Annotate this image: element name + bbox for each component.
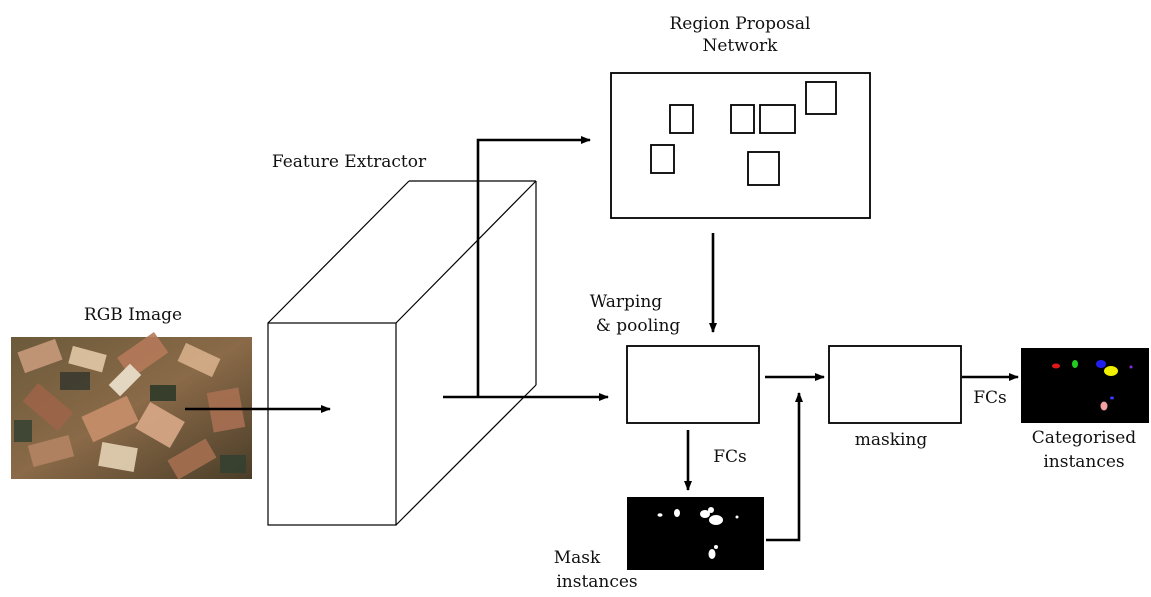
categorised-label-line1: Categorised bbox=[1032, 428, 1137, 448]
fcs-mask-label: FCs bbox=[713, 447, 747, 467]
masking-box bbox=[828, 345, 962, 424]
feature-extractor-block bbox=[267, 180, 537, 526]
rgb-image-photo bbox=[11, 331, 252, 480]
categorised-label-line2: instances bbox=[1043, 452, 1124, 472]
rpn-label-line1: Region Proposal bbox=[670, 14, 811, 34]
warping-label-line1: Warping bbox=[590, 292, 663, 312]
feature-extractor-label: Feature Extractor bbox=[272, 152, 427, 172]
mask-instances-label-line2: instances bbox=[556, 572, 637, 592]
categorised-instances-image bbox=[1021, 348, 1149, 423]
warping-label-line2: & pooling bbox=[596, 316, 681, 336]
arrow-extractor-to-rpn bbox=[476, 136, 591, 397]
connectors bbox=[185, 136, 1019, 542]
warping-pooling-box bbox=[626, 345, 760, 424]
mask-instances-image bbox=[627, 497, 764, 570]
rpn-label-line2: Network bbox=[703, 36, 779, 56]
arrow-mask-to-masking bbox=[766, 392, 803, 542]
region-proposal-network-box bbox=[610, 72, 871, 219]
rgb-image-label: RGB Image bbox=[84, 305, 182, 325]
mask-instances-label-line1: Mask bbox=[554, 548, 601, 568]
fcs-final-label: FCs bbox=[973, 388, 1007, 408]
masking-label: masking bbox=[855, 430, 928, 450]
